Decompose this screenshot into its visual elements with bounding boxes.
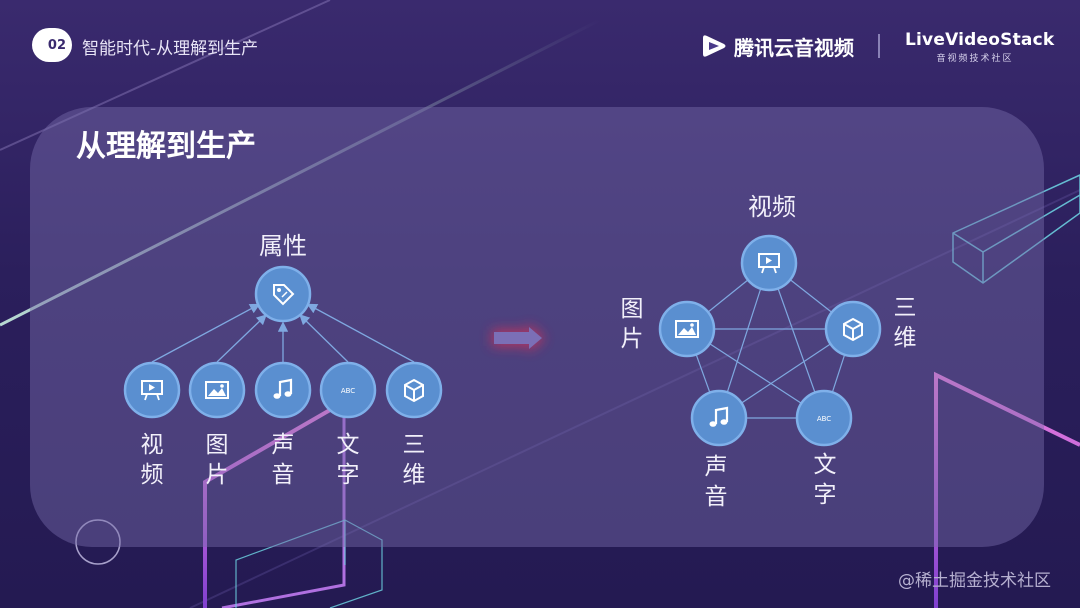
section-number: 02 — [47, 37, 66, 53]
tag-icon — [273, 284, 295, 306]
left-label-3d: 三维 — [402, 432, 426, 488]
left-label-image: 图片 — [205, 432, 229, 488]
music-note-icon — [273, 378, 293, 399]
right-node-3d — [824, 300, 882, 358]
slide-title: 从理解到生产 — [76, 129, 256, 164]
left-node-sound — [254, 361, 312, 419]
watermark: @稀土掘金技术社区 — [898, 571, 1051, 591]
left-label-text: 文字 — [336, 432, 360, 488]
right-node-video — [740, 234, 798, 292]
left-label-sound: 声音 — [271, 432, 295, 488]
right-node-sound — [690, 389, 748, 447]
presentation-icon — [141, 380, 163, 401]
right-node-image — [658, 300, 716, 358]
header-divider — [878, 34, 880, 58]
transform-arrow — [492, 324, 545, 352]
presentation-icon — [758, 253, 780, 274]
left-node-image — [188, 361, 246, 419]
livevideostack-logo: LiveVideoStack 音视频技术社区 — [905, 30, 1055, 64]
section-title: 智能时代-从理解到生产 — [82, 39, 259, 59]
left-label-video: 视频 — [140, 432, 164, 488]
right-label-3d: 三维 — [893, 295, 917, 351]
text-abc-icon: ABC — [341, 387, 355, 395]
tencent-logo: 腾讯云音视频 — [700, 30, 854, 62]
section-badge: 02 — [32, 28, 72, 62]
left-node-text: ABC — [319, 361, 377, 419]
right-label-video: 视频 — [748, 193, 796, 221]
music-note-icon — [709, 406, 729, 427]
attribute-arrows — [151, 303, 415, 363]
image-icon — [205, 381, 229, 399]
left-node-video — [123, 361, 181, 419]
left-node-3d — [385, 361, 443, 419]
play-logo-icon — [703, 35, 726, 57]
brand-primary: 腾讯云音视频 — [734, 35, 854, 60]
text-abc-icon: ABC — [817, 415, 831, 423]
brand-secondary-sub: 音视频技术社区 — [936, 54, 1014, 64]
right-label-image: 图片 — [620, 296, 644, 352]
cube-icon — [404, 378, 424, 403]
attribute-label: 属性 — [259, 232, 307, 260]
image-icon — [675, 320, 699, 338]
header: 02 智能时代-从理解到生产 腾讯云音视频 LiveVideoStack 音视频… — [0, 0, 1080, 90]
right-node-text: ABC — [795, 389, 853, 447]
brand-secondary: LiveVideoStack — [905, 30, 1055, 50]
right-label-text: 文字 — [813, 452, 837, 508]
attribute-node — [254, 265, 312, 323]
cube-icon — [843, 317, 863, 342]
right-label-sound: 声音 — [704, 454, 728, 510]
